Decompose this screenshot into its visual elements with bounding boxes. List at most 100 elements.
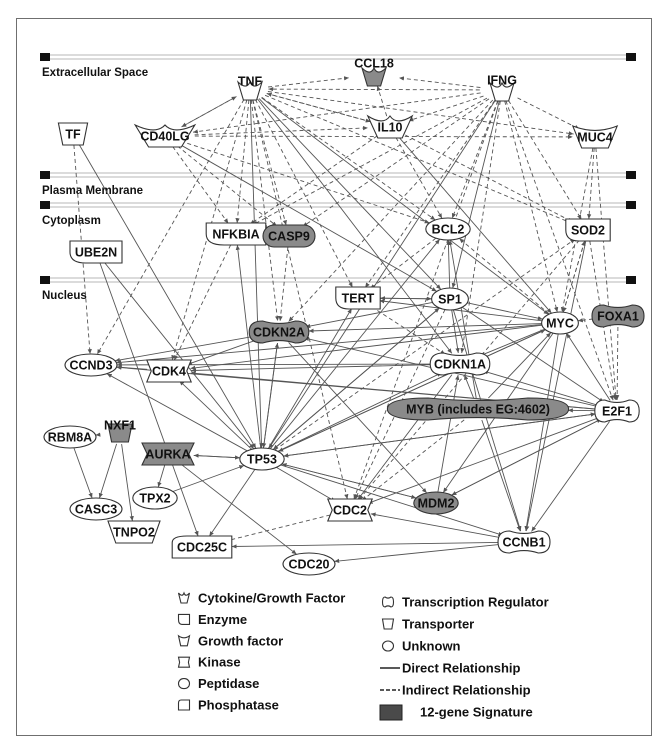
node-label: IL10 xyxy=(377,121,402,135)
node-myb[interactable]: MYB (includes EG:4602) xyxy=(386,397,570,421)
unknown-shape xyxy=(132,486,178,510)
node-ifng[interactable]: IFNG xyxy=(487,74,517,102)
edge-cd40lg-sp1 xyxy=(180,144,437,292)
edge-ifng-ccl18 xyxy=(399,76,481,88)
edge-e2f1-tp53 xyxy=(283,413,596,458)
edge-foxa1-myc xyxy=(577,318,594,323)
compartment-bar-end xyxy=(626,171,636,179)
node-cdc2[interactable]: CDC2 xyxy=(326,498,374,522)
node-cdk4[interactable]: CDK4 xyxy=(145,359,193,383)
kinase-shape xyxy=(177,656,191,668)
node-tert[interactable]: TERT xyxy=(335,286,381,310)
unknown-shape xyxy=(69,497,123,521)
edge-il10-bcl2 xyxy=(395,137,443,219)
node-label: CDC2 xyxy=(333,504,367,518)
node-sp1[interactable]: SP1 xyxy=(431,287,469,311)
node-mdm2[interactable]: MDM2 xyxy=(413,491,459,515)
node-cdkn2a[interactable]: CDKN2A xyxy=(248,320,310,344)
node-tnf[interactable]: TNF xyxy=(236,75,264,101)
compartment-bar-end xyxy=(626,276,636,284)
edge-tp53-ccnb1 xyxy=(280,464,504,536)
node-myc[interactable]: MYC xyxy=(541,311,579,335)
legend-item-direct: Direct Relationship xyxy=(380,661,521,676)
edge-ifng-sod2 xyxy=(508,100,582,220)
node-ccl18[interactable]: CCL18 xyxy=(354,57,394,87)
growth-factor-shape xyxy=(571,125,619,149)
cytokine-shape xyxy=(177,591,191,604)
edge-ifng-tp53 xyxy=(268,100,496,449)
edge-ifng-cdkn2a xyxy=(288,99,494,322)
edge-nxf1-casc3 xyxy=(98,443,118,499)
edge-ifng-tert xyxy=(364,100,496,288)
kinase-shape xyxy=(326,498,374,522)
node-rbm8a[interactable]: RBM8A xyxy=(43,425,97,449)
unknown-shape xyxy=(541,311,579,335)
compartment-bar-end xyxy=(40,276,50,284)
node-e2f1[interactable]: E2F1 xyxy=(594,399,640,423)
enzyme-shape xyxy=(69,240,123,264)
node-ube2n[interactable]: UBE2N xyxy=(69,240,123,264)
node-label: CDK4 xyxy=(152,365,186,379)
node-label: CDKN1A xyxy=(434,358,486,372)
node-casp9[interactable]: CASP9 xyxy=(262,224,316,248)
legend-label: Indirect Relationship xyxy=(402,683,531,698)
enzyme-shape xyxy=(177,613,191,625)
edge-myc-cdkn2a xyxy=(308,323,542,334)
node-tnpo2[interactable]: TNPO2 xyxy=(107,520,161,544)
node-label: TNPO2 xyxy=(113,526,155,540)
node-foxa1[interactable]: FOXA1 xyxy=(591,304,645,328)
edge-tnf-casp9 xyxy=(252,99,287,226)
node-label: CASP9 xyxy=(268,230,310,244)
node-nfkbia[interactable]: NFKBIA xyxy=(205,222,267,246)
node-il10[interactable]: IL10 xyxy=(366,114,414,139)
node-cdc25c[interactable]: CDC25C xyxy=(171,535,233,559)
node-bcl2[interactable]: BCL2 xyxy=(425,217,471,241)
edge-ifng-tnf xyxy=(268,86,480,92)
legend-label: 12-gene Signature xyxy=(420,705,533,720)
node-cdc20[interactable]: CDC20 xyxy=(282,552,336,576)
edge-foxa1-e2f1 xyxy=(614,326,620,401)
transcription-regulator-shape xyxy=(594,399,640,423)
node-label: CCNB1 xyxy=(502,536,545,550)
node-sod2[interactable]: SOD2 xyxy=(565,218,611,242)
kinase-shape xyxy=(141,442,195,466)
edge-e2f1-ccnb1 xyxy=(531,421,610,532)
node-tpx2[interactable]: TPX2 xyxy=(132,486,178,510)
compartment-extracellular: Extracellular Space xyxy=(40,53,636,79)
node-ccnd3[interactable]: CCND3 xyxy=(64,353,118,377)
node-cd40lg[interactable]: CD40LG xyxy=(133,123,197,148)
node-label: TERT xyxy=(342,292,375,306)
node-ccnb1[interactable]: CCNB1 xyxy=(497,530,551,554)
edge-sod2-myc xyxy=(562,240,586,313)
enzyme-shape xyxy=(565,218,611,242)
edge-ifng-cd40lg xyxy=(192,92,481,134)
node-nxf1[interactable]: NXF1 xyxy=(104,419,136,443)
edge-ifng-nfkbia xyxy=(252,97,488,226)
growth-factor-shape xyxy=(177,634,191,647)
node-muc4[interactable]: MUC4 xyxy=(571,125,619,149)
node-tp53[interactable]: TP53 xyxy=(239,447,285,471)
node-cdkn1a[interactable]: CDKN1A xyxy=(429,352,491,376)
edge-tp53-cdc25c xyxy=(208,469,256,537)
node-aurka[interactable]: AURKA xyxy=(141,442,195,466)
compartment-bar-end xyxy=(626,201,636,209)
node-tf[interactable]: TF xyxy=(57,122,89,146)
cytokine-legend-icon xyxy=(177,591,191,604)
edge-ccnb1-cdc20 xyxy=(334,544,499,564)
edge-cd40lg-il10 xyxy=(194,125,368,136)
node-label: CDKN2A xyxy=(253,326,305,340)
node-label: CCND3 xyxy=(69,359,112,373)
edge-ube2n-tp53 xyxy=(104,262,255,450)
edge-tp53-bcl2 xyxy=(269,238,441,450)
enzyme-legend-icon xyxy=(177,613,191,625)
node-label: FOXA1 xyxy=(597,310,639,324)
edge-ifng-il10 xyxy=(408,95,484,122)
compartment-bar-end xyxy=(40,53,50,61)
legend-label: Peptidase xyxy=(198,676,259,691)
node-label: AURKA xyxy=(145,448,190,462)
edge-tert-sp1 xyxy=(380,296,432,301)
compartment-label: Nucleus xyxy=(42,290,87,302)
edge-sp1-myc xyxy=(467,302,543,321)
node-casc3[interactable]: CASC3 xyxy=(69,497,123,521)
node-label: CCL18 xyxy=(354,57,394,71)
